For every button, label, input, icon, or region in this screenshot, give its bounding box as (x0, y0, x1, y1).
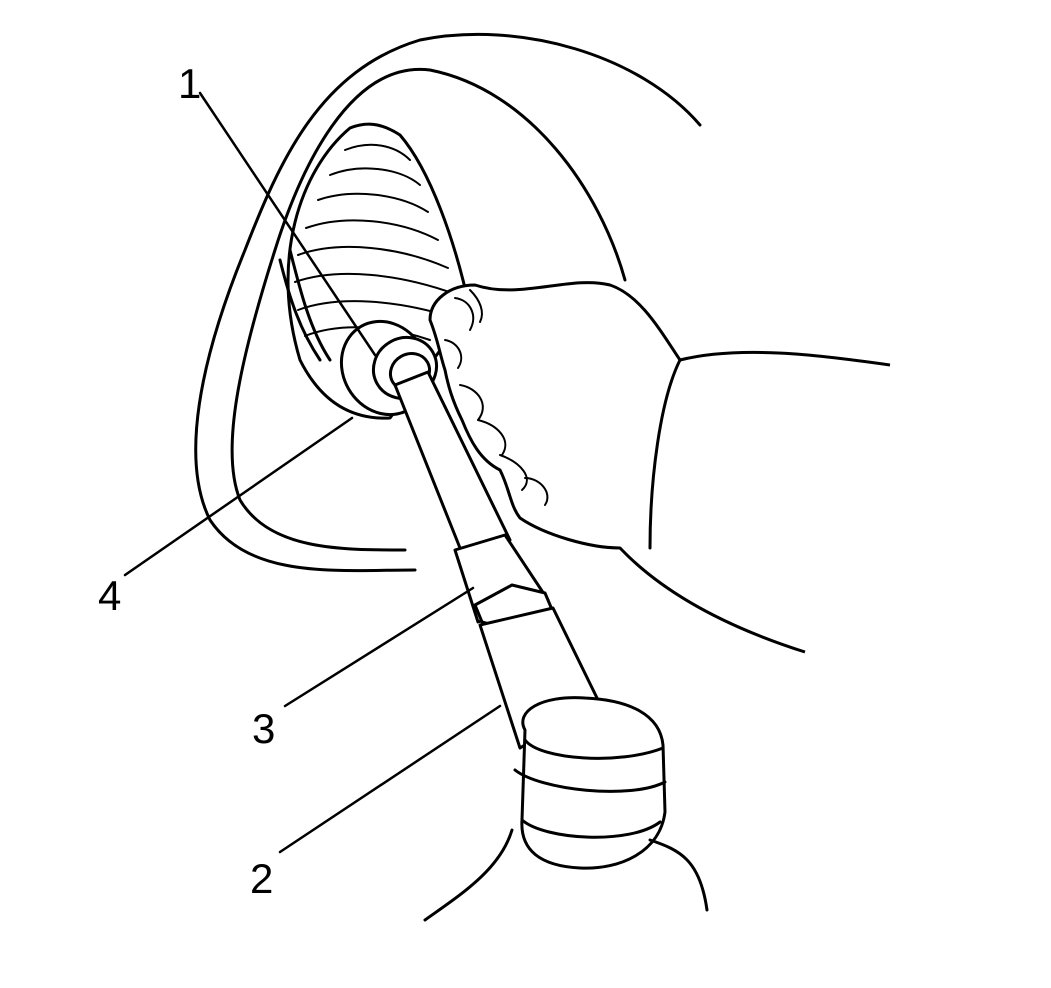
steering-knuckle (423, 828, 709, 922)
wheel-well (194, 32, 702, 573)
callout-line-3 (283, 586, 475, 708)
callout-label-2: 2 (250, 855, 273, 902)
callout-line-1 (198, 91, 377, 357)
callout-label-3: 3 (252, 705, 275, 752)
callout-label-4: 4 (98, 572, 121, 619)
tie-rod-end (513, 696, 667, 870)
callout-label-1: 1 (178, 60, 201, 107)
callout-line-2 (278, 704, 502, 854)
hand (428, 281, 891, 654)
callout-line-4 (123, 416, 354, 577)
callout-leaders (123, 91, 502, 854)
